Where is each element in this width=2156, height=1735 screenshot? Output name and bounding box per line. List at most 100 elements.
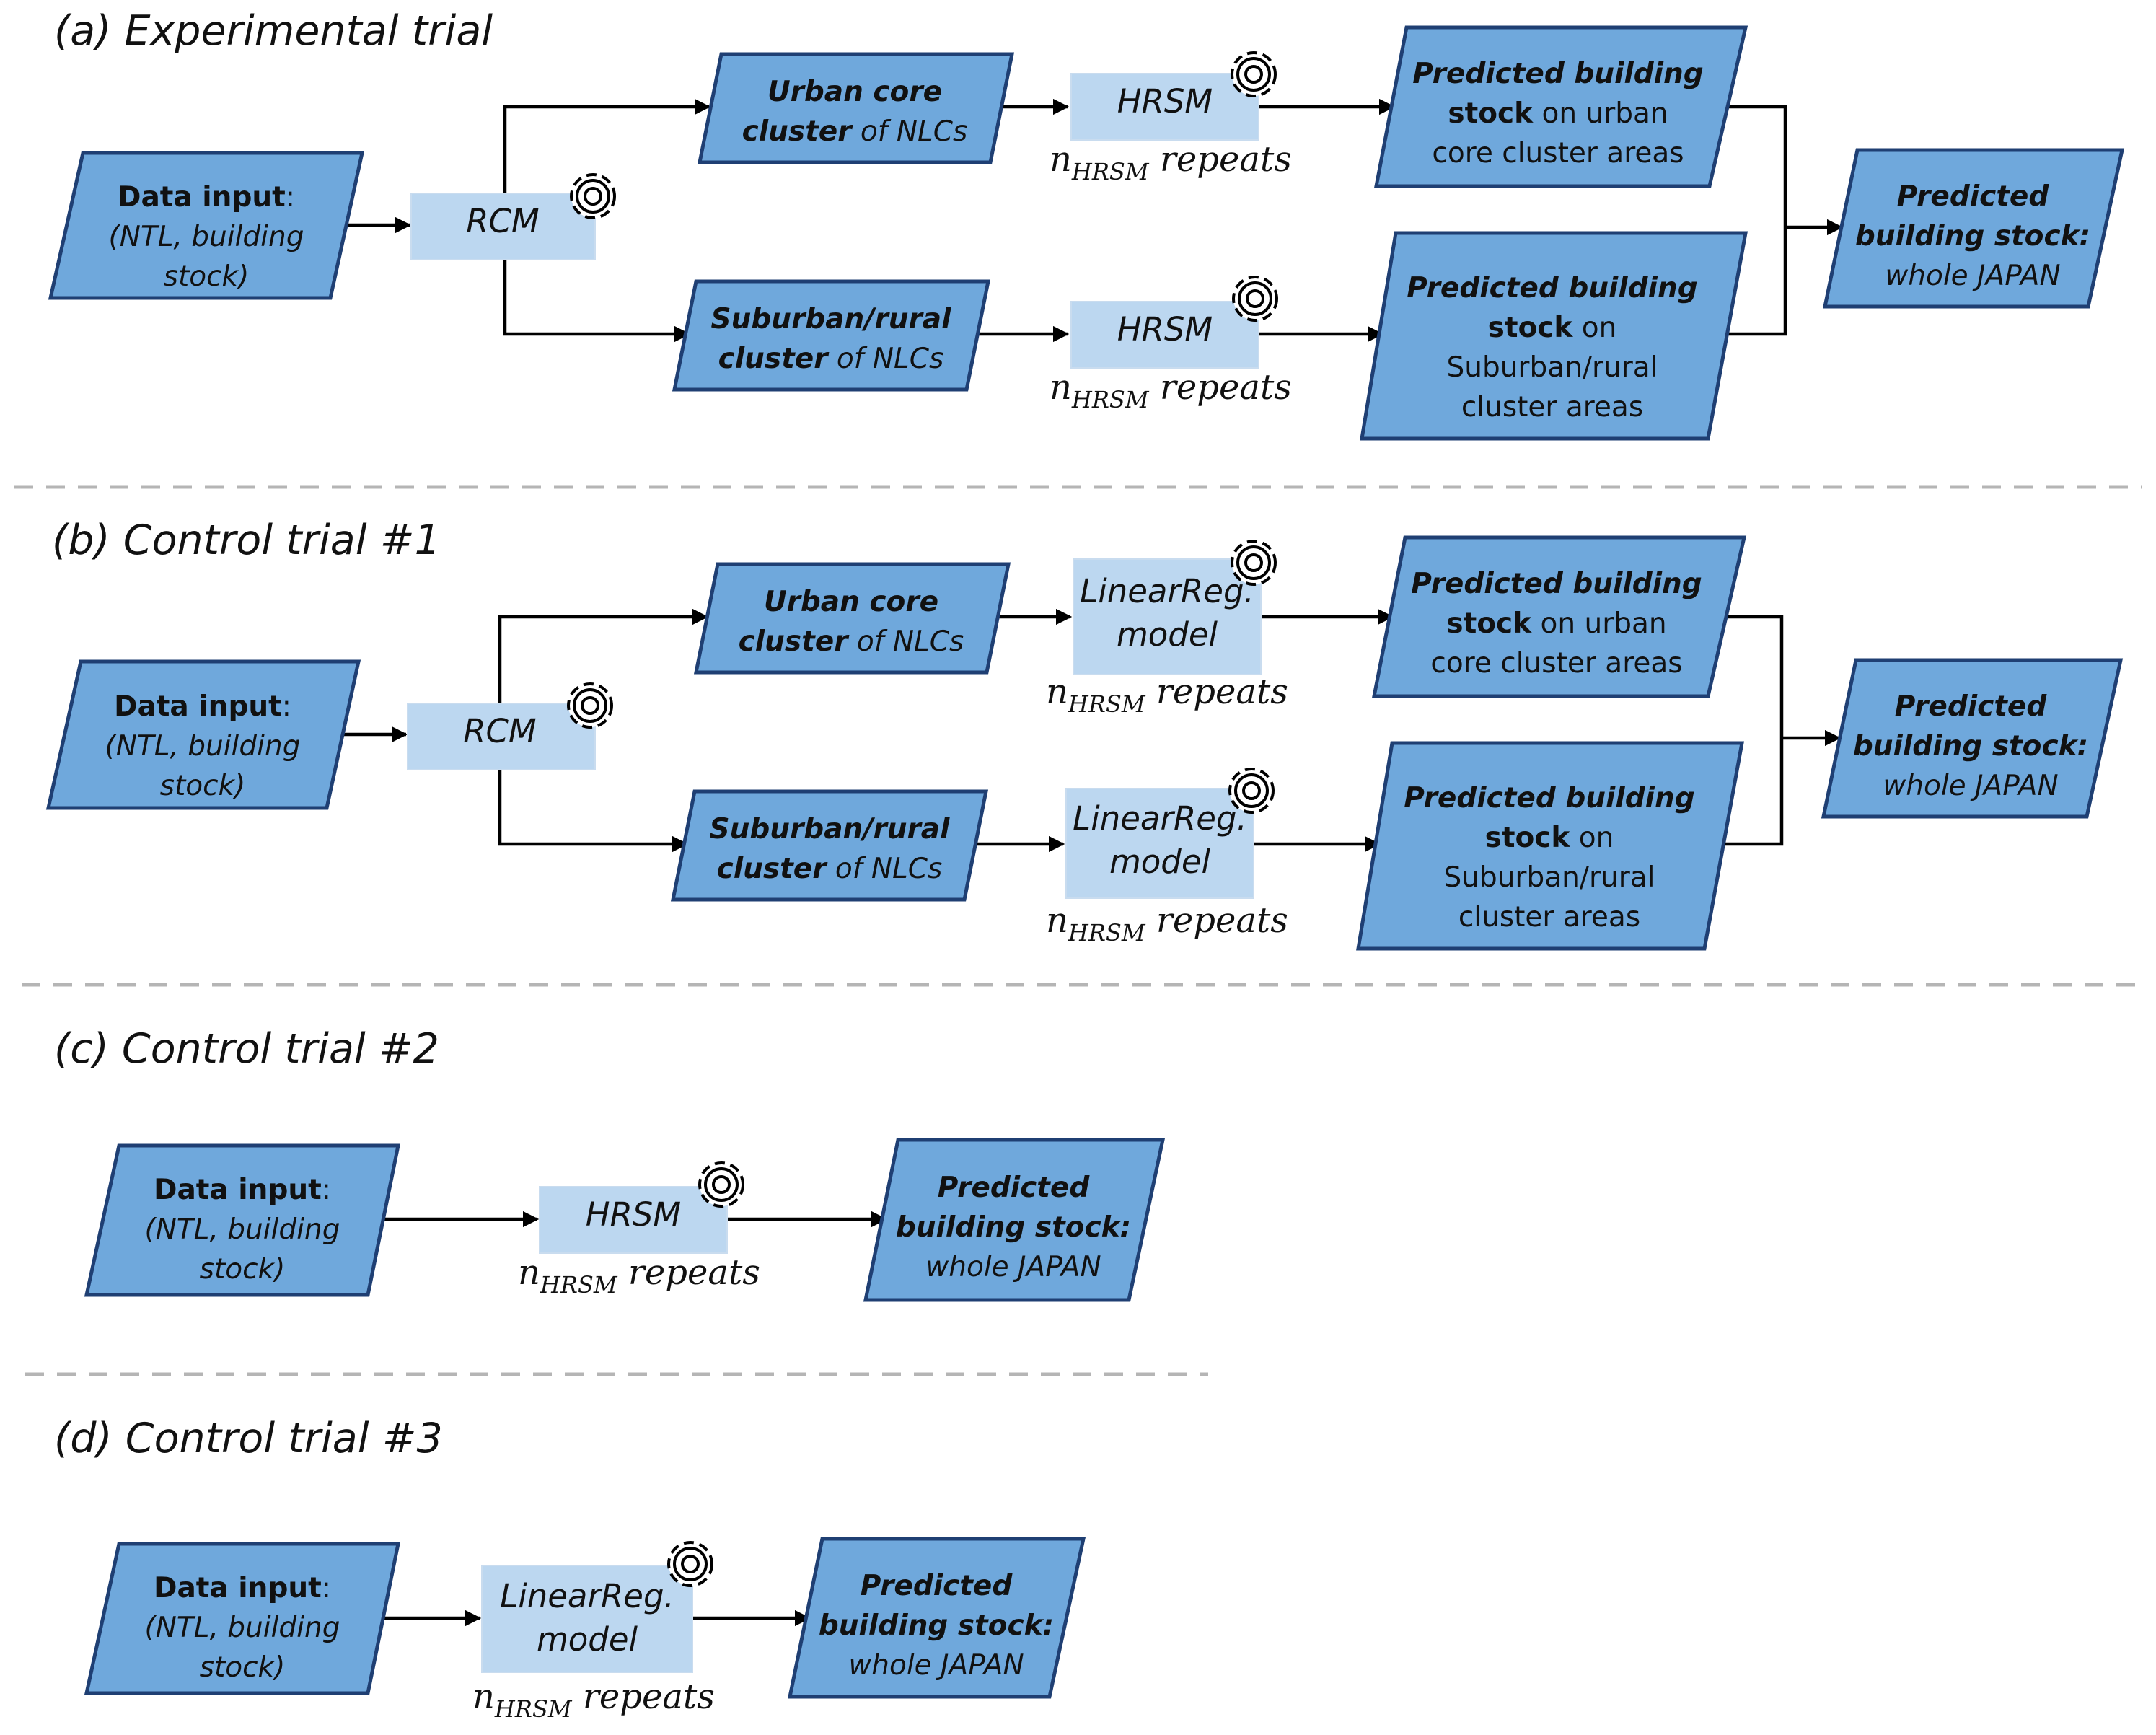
urban-core-cluster-node: Urban core cluster of NLCs [697, 52, 1015, 164]
data-input-line3: stock) [160, 770, 246, 802]
predicted-urban-node: Predicted building stock on urban core c… [1371, 535, 1747, 698]
wires-b [343, 608, 1842, 853]
hrsm-label: HRSM [1117, 82, 1213, 120]
gear-icon [567, 682, 613, 729]
data-input-node: Data input: (NTL, building stock) [84, 1143, 401, 1297]
data-input-line2: (NTL, building [109, 221, 304, 253]
predicted-suburban-node: Predicted building stock on Suburban/rur… [1356, 741, 1744, 951]
linreg-line1: LinearReg. [1073, 799, 1247, 838]
suburban-line1: Suburban/rural [710, 813, 951, 845]
hrsm-process-top: HRSM nHRSM repeats [1050, 51, 1292, 185]
predicted-whole-node: Predicted building stock: whole JAPAN [1822, 148, 2125, 309]
svg-text:stock on: stock on [1485, 822, 1614, 854]
section-b: (b) Control trial #1 Data input: (NTL, b… [45, 517, 2124, 951]
hrsm-label: HRSM [586, 1195, 682, 1234]
predicted-whole-line1: Predicted [1895, 690, 2048, 723]
svg-text:Data input:: Data input: [154, 1174, 331, 1206]
urban-core-of-nlcs: of NLCs [851, 115, 967, 148]
predicted-whole-line1: Predicted [1897, 180, 2050, 213]
predicted-suburban-line4: cluster areas [1458, 901, 1640, 934]
predicted-whole-line2: building stock: [1855, 220, 2090, 252]
urban-core-of-nlcs: of NLCs [848, 625, 964, 658]
predicted-suburban-line4: cluster areas [1461, 391, 1643, 423]
linreg-line1: LinearReg. [1080, 572, 1254, 610]
predicted-suburban-line3: Suburban/rural [1443, 861, 1655, 894]
suburban-cluster-node: Suburban/rural cluster of NLCs [672, 279, 991, 392]
data-input-node: Data input: (NTL, building stock) [48, 151, 365, 300]
gear-icon [1232, 276, 1278, 322]
predicted-urban-on-urban: on urban [1531, 607, 1667, 640]
suburban-of-nlcs: of NLCs [826, 853, 942, 885]
hrsm-process-bottom: HRSM nHRSM repeats [1050, 276, 1292, 413]
section-title-d: (d) Control trial #3 [54, 1415, 443, 1462]
predicted-whole-line3: whole JAPAN [1883, 770, 2058, 802]
rcm-label: RCM [463, 712, 537, 750]
section-title-c: (c) Control trial #2 [54, 1025, 439, 1073]
data-input-line2: (NTL, building [105, 730, 301, 763]
predicted-whole-line1: Predicted [861, 1570, 1013, 1602]
data-input-line3: stock) [164, 260, 250, 293]
predicted-suburban-on: on [1572, 312, 1616, 344]
svg-text:cluster of NLCs: cluster of NLCs [742, 115, 968, 148]
section-d: (d) Control trial #3 Data input: (NTL, b… [54, 1415, 1086, 1723]
data-input-colon: : [322, 1174, 331, 1206]
data-input-label: Data input [154, 1174, 322, 1206]
svg-text:Data input:: Data input: [118, 181, 295, 214]
predicted-urban-stock: stock [1448, 97, 1534, 130]
predicted-whole-line3: whole JAPAN [925, 1251, 1101, 1283]
data-input-line2: (NTL, building [145, 1612, 340, 1644]
suburban-line1: Suburban/rural [711, 303, 952, 335]
data-input-label: Data input [114, 690, 282, 723]
predicted-suburban-node: Predicted building stock on Suburban/rur… [1360, 231, 1748, 441]
predicted-whole-line3: whole JAPAN [848, 1649, 1024, 1682]
hrsm-label: HRSM [1117, 310, 1213, 348]
predicted-suburban-stock: stock [1485, 822, 1571, 854]
suburban-cluster-word: cluster [717, 853, 829, 885]
suburban-of-nlcs: of NLCs [827, 343, 943, 375]
linreg-process-bottom: LinearReg. model nHRSM repeats [1046, 768, 1288, 946]
predicted-urban-line3: core cluster areas [1432, 137, 1684, 170]
gear-icon [1231, 540, 1277, 586]
svg-text:stock on urban: stock on urban [1448, 97, 1668, 130]
repeats-label: nHRSM repeats [1050, 139, 1292, 185]
predicted-whole-node: Predicted building stock: whole JAPAN [787, 1537, 1086, 1699]
urban-core-line1: Urban core [764, 586, 938, 618]
gear-icon [698, 1161, 744, 1208]
data-input-line2: (NTL, building [145, 1213, 340, 1246]
svg-text:Data input:: Data input: [154, 1572, 331, 1604]
data-input-line3: stock) [200, 1651, 286, 1684]
svg-text:cluster of NLCs: cluster of NLCs [739, 625, 964, 658]
data-input-colon: : [286, 181, 295, 214]
data-input-label: Data input [154, 1572, 322, 1604]
predicted-urban-line1: Predicted building [1412, 58, 1703, 90]
data-input-colon: : [322, 1572, 331, 1604]
data-input-node: Data input: (NTL, building stock) [45, 659, 361, 810]
urban-core-cluster-node: Urban core cluster of NLCs [693, 562, 1011, 675]
repeats-label: nHRSM repeats [1050, 367, 1292, 413]
section-title-a: (a) Experimental trial [54, 7, 493, 55]
suburban-cluster-word: cluster [718, 343, 830, 375]
svg-text:cluster of NLCs: cluster of NLCs [717, 853, 943, 885]
svg-text:cluster of NLCs: cluster of NLCs [718, 343, 944, 375]
rcm-process: RCM [410, 173, 616, 260]
gear-icon [570, 173, 616, 219]
urban-core-cluster-word: cluster [739, 625, 850, 658]
gear-icon [1228, 768, 1275, 814]
predicted-urban-node: Predicted building stock on urban core c… [1373, 25, 1748, 188]
predicted-suburban-line1: Predicted building [1407, 272, 1697, 304]
svg-text:stock on: stock on [1488, 312, 1617, 344]
section-c: (c) Control trial #2 Data input: (NTL, b… [54, 1025, 1166, 1302]
predicted-urban-stock: stock [1446, 607, 1532, 640]
urban-core-cluster-word: cluster [742, 115, 854, 148]
predicted-whole-node: Predicted building stock: whole JAPAN [863, 1138, 1166, 1302]
hrsm-process: HRSM nHRSM repeats [518, 1161, 760, 1299]
repeats-label: nHRSM repeats [518, 1252, 760, 1299]
predicted-whole-line2: building stock: [819, 1609, 1054, 1642]
predicted-suburban-line3: Suburban/rural [1446, 351, 1658, 384]
predicted-suburban-stock: stock [1488, 312, 1574, 344]
linreg-line2: model [1109, 843, 1211, 881]
predicted-whole-line2: building stock: [1853, 730, 2088, 763]
section-a: (a) Experimental trial Data input: (NTL,… [48, 7, 2125, 441]
linreg-line2: model [537, 1620, 638, 1659]
rcm-label: RCM [466, 202, 540, 240]
